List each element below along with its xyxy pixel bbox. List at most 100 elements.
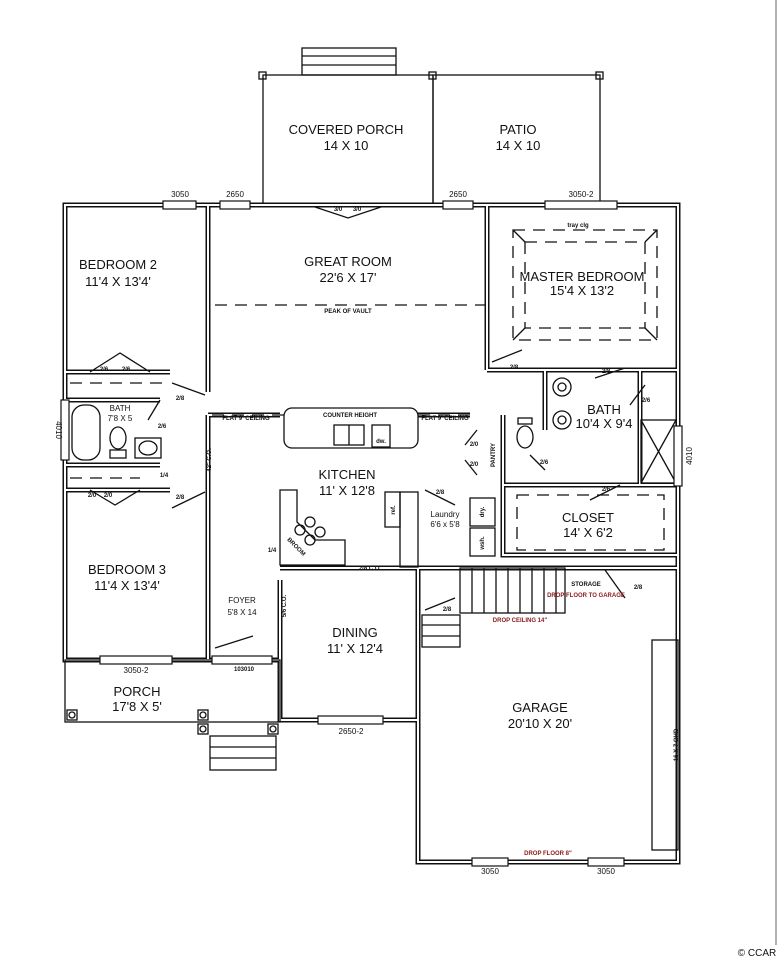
- covered-porch-outline: [258, 71, 604, 206]
- front-porch: [64, 659, 281, 771]
- toilet-icon: [516, 425, 534, 449]
- pantry-label: PANTRY: [491, 443, 497, 467]
- door-label: 2/6: [122, 367, 131, 373]
- room-name: CLOSET: [562, 510, 614, 525]
- kitchen-counter: [279, 489, 346, 566]
- window-label: 2650: [226, 190, 244, 199]
- peak-of-vault-label: PEAK OF VAULT: [324, 309, 372, 315]
- window-label: 4010: [685, 447, 694, 465]
- washer-label: wsh.: [480, 536, 486, 551]
- front-door: [211, 655, 273, 665]
- stairs: [421, 567, 566, 648]
- door-label: 2/0: [104, 493, 113, 499]
- room-name: BEDROOM 2: [79, 257, 157, 272]
- bathtub-icon: [71, 404, 101, 461]
- door-label: 1/4: [268, 548, 277, 554]
- sink-icon: [552, 377, 572, 397]
- room-name: MASTER BEDROOM: [520, 269, 645, 284]
- room-size: 22'6 X 17': [319, 270, 376, 285]
- room-name: PORCH: [114, 684, 161, 699]
- window-label: 3050: [481, 867, 499, 876]
- room-size: 11' X 12'8: [319, 483, 375, 498]
- room-size: 11'4 X 13'4': [85, 274, 151, 289]
- door-label: 2/0: [470, 462, 479, 468]
- door-label: 2/8: [443, 607, 452, 613]
- door-label: 2/6: [158, 424, 167, 430]
- door-label: 2/6: [100, 367, 109, 373]
- cased-opening-label: 2/8 C.O.: [359, 566, 382, 572]
- room-size: 11'4 X 13'4': [94, 578, 160, 593]
- door-label: 2/6: [642, 398, 651, 404]
- dishwasher-icon: [371, 424, 391, 448]
- garage-door-label: 16 X 7 OHD: [674, 728, 680, 761]
- room-size: 6'6 x 5'8: [430, 520, 460, 529]
- door-label: 2/8: [436, 490, 445, 496]
- window-label: 3050: [171, 190, 189, 199]
- door-label: 103010: [234, 667, 255, 673]
- window-label: 4010: [54, 421, 63, 439]
- room-size: 7'8 X 5: [108, 414, 133, 423]
- garage-door: [651, 639, 679, 851]
- washer-icon: [469, 527, 496, 557]
- room-size: 5'8 X 14: [227, 608, 257, 617]
- window: [99, 655, 173, 665]
- room-name: COVERED PORCH: [289, 122, 404, 137]
- window: [471, 857, 509, 867]
- room-name: STORAGE: [571, 582, 601, 588]
- stove-burner-icon: [294, 524, 306, 536]
- room-size: 15'4 X 13'2: [550, 283, 614, 298]
- window-label: 3050-2: [124, 666, 149, 675]
- toilet-icon: [109, 426, 127, 450]
- room-name: DINING: [332, 625, 378, 640]
- door-label: 3/0: [353, 207, 362, 213]
- room-size: 14 X 10: [324, 138, 369, 153]
- door-label: 2/6: [540, 460, 549, 466]
- room-name: KITCHEN: [318, 467, 375, 482]
- room-size: 20'10 X 20': [508, 716, 572, 731]
- drop-ceiling-label: DROP CEILING 14": [493, 618, 548, 624]
- window-label: 2650: [449, 190, 467, 199]
- door-label: 2/8: [510, 365, 519, 371]
- room-name: PATIO: [499, 122, 536, 137]
- cased-opening-label: 42" C.O.: [207, 448, 213, 472]
- room-name: BEDROOM 3: [88, 562, 166, 577]
- tray-ceiling-label: tray clg: [567, 223, 589, 229]
- dishwasher-label: dw.: [376, 439, 386, 445]
- window: [219, 200, 251, 210]
- top-steps: [301, 47, 397, 76]
- window: [162, 200, 197, 210]
- window: [544, 200, 618, 210]
- refrigerator-label: ref.: [391, 505, 397, 515]
- sink-icon: [552, 410, 572, 430]
- window-label: 3050-2: [569, 190, 594, 199]
- window: [673, 425, 683, 487]
- room-name: GREAT ROOM: [304, 254, 392, 269]
- door-label: 2/0: [470, 442, 479, 448]
- flat-ceiling-label: FLAT 9' CEILING: [421, 416, 469, 422]
- door-label: 2/8: [634, 585, 643, 591]
- door-label: 3/0: [334, 207, 343, 213]
- room-size: 14 X 10: [496, 138, 541, 153]
- cased-opening-label: 5/6 C.O.: [282, 594, 288, 617]
- room-name: BATH: [587, 402, 621, 417]
- window-label: 3050: [597, 867, 615, 876]
- room-size: 11' X 12'4: [327, 641, 383, 656]
- room-name: FOYER: [228, 596, 256, 605]
- door-label: 2/8: [602, 369, 611, 375]
- room-size: 10'4 X 9'4: [575, 416, 632, 431]
- door-label: 1/4: [160, 473, 169, 479]
- window-label: 2650-2: [339, 727, 364, 736]
- broom-label: BROOM: [285, 537, 306, 558]
- dryer-icon: [469, 497, 496, 527]
- drop-floor-label: DROP FLOOR 8": [524, 851, 572, 857]
- door-label: 2/8: [176, 396, 185, 402]
- door-swings: [89, 206, 646, 649]
- counter-height-label: COUNTER HEIGHT: [323, 413, 377, 419]
- door-label: 2/6: [602, 487, 611, 493]
- sink-icon: [134, 437, 162, 459]
- window: [317, 715, 384, 725]
- copyright: © CCAR: [738, 948, 776, 959]
- window: [442, 200, 474, 210]
- fixtures: [71, 377, 679, 851]
